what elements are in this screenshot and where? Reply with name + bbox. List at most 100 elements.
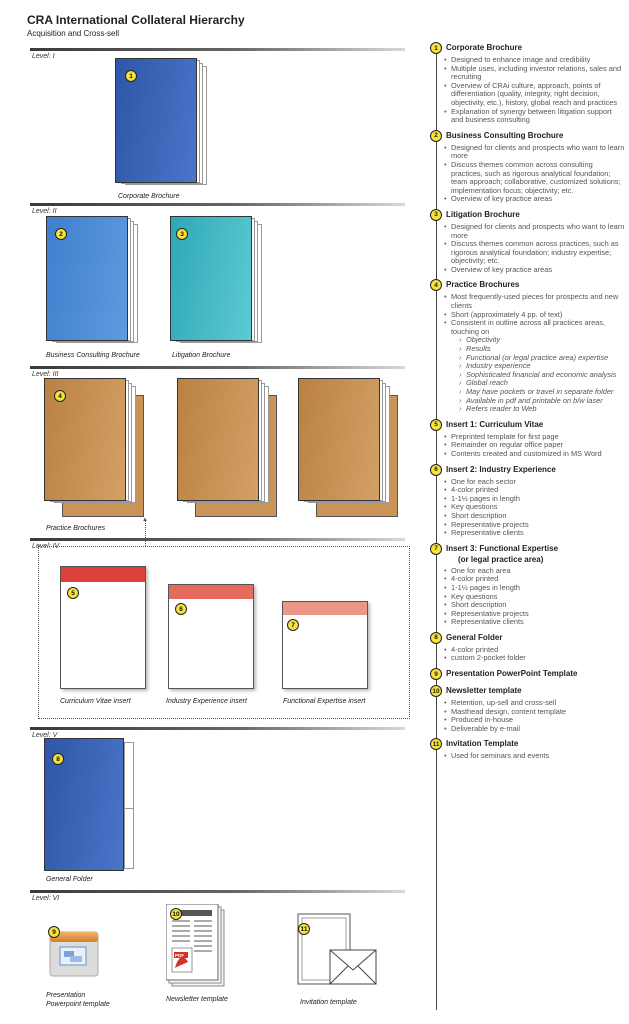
section-title: Corporate Brochure xyxy=(446,43,523,52)
section-number-badge: 7 xyxy=(430,542,442,555)
level-rule xyxy=(30,203,405,206)
connector-line xyxy=(145,520,146,546)
sub-bullet-item: Objectivity xyxy=(444,336,625,345)
caption-practice: Practice Brochures xyxy=(46,525,106,532)
bullet-item: Retention, up-sell and cross-sell xyxy=(444,698,625,708)
bullet-item: Used for seminars and events xyxy=(444,752,625,761)
sub-bullet-item: Global reach xyxy=(444,379,625,388)
practice-brochure-3[interactable] xyxy=(298,378,398,517)
arrow-up-icon: ▲ xyxy=(142,517,148,523)
bullet-item: Designed for clients and prospects who w… xyxy=(444,143,625,161)
section-number-badge: 4 xyxy=(430,279,442,292)
industry-insert[interactable] xyxy=(168,584,254,689)
badge-10: 10 xyxy=(170,908,182,920)
section-title: Litigation Brochure xyxy=(446,209,520,219)
section-title: General Folder xyxy=(446,632,503,642)
bullet-item: Masthead design, content template xyxy=(444,707,625,717)
badge-9: 9 xyxy=(48,926,60,938)
bullet-item: Produced in-house xyxy=(444,716,625,725)
bullet-item: 1-1½ pages in length xyxy=(444,494,625,504)
bullet-item: Short (approximately 4 pp. of text) xyxy=(444,310,625,320)
bullet-item: 1-1½ pages in length xyxy=(444,583,625,593)
sub-bullet-item: May have pockets or travel in separate f… xyxy=(444,387,625,397)
section-3: 3 Litigation BrochureDesigned for clients… xyxy=(430,208,625,275)
level-label: Level: V xyxy=(32,732,58,739)
level-rule xyxy=(30,538,405,541)
general-folder[interactable] xyxy=(44,738,134,871)
litigation-brochure[interactable] xyxy=(170,216,262,343)
corporate-brochure[interactable] xyxy=(115,58,207,185)
bullet-item: Multiple uses, including investor relati… xyxy=(444,64,625,82)
presentation-file-icon[interactable] xyxy=(48,930,100,978)
caption-ppt-line2: Powerpoint template xyxy=(46,1001,110,1008)
section-title: Insert 1: Curriculum Vitae xyxy=(446,419,544,429)
section-bullets: One for each sector4-color printed1-1½ p… xyxy=(444,477,625,538)
section-number-badge: 3 xyxy=(430,208,442,221)
bullet-item: One for each area xyxy=(444,566,625,576)
cv-insert[interactable] xyxy=(60,566,146,689)
section-title: Newsletter template xyxy=(446,686,522,696)
bullet-item: One for each sector xyxy=(444,477,625,487)
section-title: Invitation Template xyxy=(446,739,519,749)
caption-newsletter: Newsletter template xyxy=(166,996,228,1003)
page-subtitle: Acquisition and Cross-sell xyxy=(27,29,120,38)
page-title: CRA International Collateral Hierarchy xyxy=(27,13,245,27)
section-title: Insert 3: Functional Expertise xyxy=(446,543,559,553)
section-title: Practice Brochures xyxy=(446,280,520,290)
bullet-item: Representative clients xyxy=(444,529,625,538)
badge-8: 8 xyxy=(52,753,64,765)
timeline-line xyxy=(436,48,437,1010)
section-bullets: Designed for clients and prospects who w… xyxy=(444,222,625,275)
level-label: Level: III xyxy=(32,371,59,378)
bullet-item: Overview of CRAi culture, approach, poin… xyxy=(444,81,625,108)
badge-5: 5 xyxy=(67,587,79,599)
level-label: Level: II xyxy=(32,208,57,215)
bullet-item: 4-color printed xyxy=(444,645,625,655)
badge-11: 11 xyxy=(298,923,310,935)
caption-industry: Industry Experience insert xyxy=(166,698,247,705)
sub-bullet-item: Sophisticated financial and economic ana… xyxy=(444,370,625,380)
section-number-badge: 11 xyxy=(430,738,442,751)
bullet-item: Discuss themes common across consulting … xyxy=(444,160,625,195)
badge-4: 4 xyxy=(54,390,66,402)
section-title: Insert 2: Industry Experience xyxy=(446,464,556,474)
bullet-item: Explanation of synergy between litigatio… xyxy=(444,107,625,125)
section-bullets: Designed for clients and prospects who w… xyxy=(444,143,625,204)
section-4: 4 Practice BrochuresMost frequently-used … xyxy=(430,279,625,413)
section-title-line2: (or legal practice area) xyxy=(458,554,544,564)
section-number-badge: 8 xyxy=(430,631,442,644)
sub-bullet-item: Available in pdf and printable on b/w la… xyxy=(444,396,625,406)
level-rule xyxy=(30,890,405,893)
section-11: 11 Invitation TemplateUsed for seminars a… xyxy=(430,738,625,761)
section-bullets: Most frequently-used pieces for prospect… xyxy=(444,293,625,414)
section-bullets: One for each area4-color printed1-1½ pag… xyxy=(444,566,625,627)
caption-functional: Functional Expertise insert xyxy=(283,698,366,705)
caption-litigation: Litigation Brochure xyxy=(172,352,231,359)
badge-6: 6 xyxy=(175,603,187,615)
bullet-item: Representative projects xyxy=(444,609,625,619)
bullet-item: Most frequently-used pieces for prospect… xyxy=(444,293,625,310)
bullet-item: Overview of key practice areas xyxy=(444,265,625,275)
section-number-badge: 2 xyxy=(430,129,442,142)
bullet-item: Representative clients xyxy=(444,618,625,627)
level-label: Level: VI xyxy=(32,895,60,902)
sub-bullet-item: Industry experience xyxy=(444,362,625,371)
bullet-item: Contents created and customized in MS Wo… xyxy=(444,449,625,459)
bullet-item: 4-color printed xyxy=(444,575,625,584)
functional-insert[interactable] xyxy=(282,601,368,689)
bullet-item: Preprinted template for first page xyxy=(444,432,625,442)
caption-invitation: Invitation template xyxy=(300,999,357,1006)
practice-brochure-2[interactable] xyxy=(177,378,277,517)
sub-bullet-item: Refers reader to Web xyxy=(444,405,625,414)
level-label: Level: I xyxy=(32,53,55,60)
practice-brochure-1[interactable] xyxy=(44,378,144,517)
bullet-item: Representative projects xyxy=(444,520,625,530)
section-7: 7 Insert 3: Functional Expertise(or legal… xyxy=(430,542,625,627)
bullet-item: Overview of key practice areas xyxy=(444,195,625,204)
